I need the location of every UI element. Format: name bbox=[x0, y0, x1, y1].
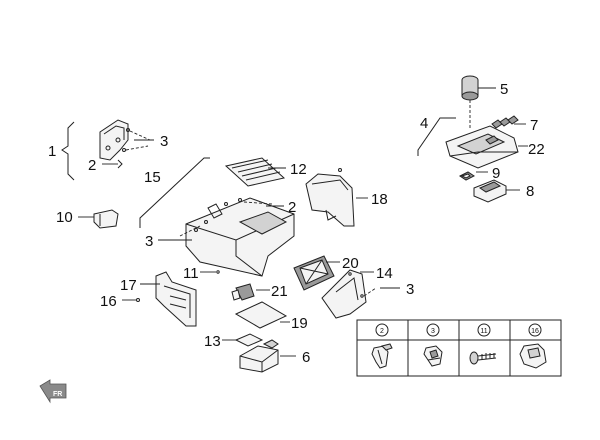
callout-20: 20 bbox=[342, 255, 359, 272]
part-20-frame bbox=[293, 255, 340, 291]
fastener-legend-table: 2 3 11 16 bbox=[356, 319, 562, 377]
fastener-2-clip bbox=[371, 343, 393, 369]
group-4-bracket bbox=[417, 117, 456, 156]
callout-10: 10 bbox=[56, 209, 73, 226]
clip-11-dot bbox=[216, 270, 220, 274]
callout-19: 19 bbox=[291, 315, 308, 332]
part-9-switch bbox=[459, 171, 488, 181]
fastener-3-clip bbox=[423, 345, 443, 367]
callout-3-top: 3 bbox=[160, 133, 168, 150]
callout-16: 16 bbox=[100, 293, 117, 310]
part-19-mat bbox=[234, 301, 290, 329]
part-12-grille bbox=[224, 157, 286, 187]
part-21-socket bbox=[231, 283, 270, 301]
screw-3-left bbox=[158, 225, 201, 241]
callout-7: 7 bbox=[530, 117, 538, 134]
front-direction-marker: FR bbox=[39, 379, 67, 404]
callout-5: 5 bbox=[500, 81, 508, 98]
callout-2-top: 2 bbox=[88, 157, 96, 174]
callout-14: 14 bbox=[376, 265, 393, 282]
group-15-bracket bbox=[139, 157, 210, 228]
callout-18: 18 bbox=[371, 191, 388, 208]
part-17-rear-panel bbox=[140, 271, 197, 327]
part-22-shift-panel bbox=[445, 125, 528, 169]
part-14-front-panel bbox=[321, 269, 400, 319]
callout-3-left: 3 bbox=[145, 233, 153, 250]
part-6-tray bbox=[239, 339, 296, 373]
callout-11: 11 bbox=[183, 265, 199, 282]
screw-3-top bbox=[122, 128, 154, 152]
clip-2-top bbox=[102, 159, 123, 169]
callout-21: 21 bbox=[271, 283, 288, 300]
fastener-16-clip bbox=[519, 343, 547, 369]
fastener-11-screw bbox=[469, 351, 497, 365]
callout-17: 17 bbox=[120, 277, 137, 294]
part-11-console-box bbox=[185, 197, 295, 277]
legend-header-16: 16 bbox=[531, 328, 539, 335]
callout-12: 12 bbox=[290, 161, 307, 178]
fr-label: FR bbox=[53, 391, 62, 398]
callout-9: 9 bbox=[492, 165, 500, 182]
callout-2-mid: 2 bbox=[288, 199, 296, 216]
callout-13: 13 bbox=[204, 333, 221, 350]
part-1-bracket-plate bbox=[99, 119, 129, 161]
part-7-buttons bbox=[491, 115, 526, 129]
group-1-bracket bbox=[61, 121, 75, 181]
part-18-side-panel bbox=[305, 168, 368, 227]
part-5-knob bbox=[461, 75, 496, 130]
callout-1: 1 bbox=[48, 143, 56, 160]
callout-15: 15 bbox=[144, 169, 161, 186]
legend-header-11: 11 bbox=[480, 328, 487, 335]
clip-16 bbox=[122, 298, 140, 302]
callout-6: 6 bbox=[302, 349, 310, 366]
part-8-tray bbox=[473, 179, 520, 203]
callout-8: 8 bbox=[526, 183, 534, 200]
legend-header-3: 3 bbox=[431, 328, 435, 335]
callout-4: 4 bbox=[420, 115, 428, 132]
legend-header-2: 2 bbox=[380, 328, 384, 335]
part-13-pad bbox=[222, 333, 264, 347]
part-10-bracket bbox=[78, 209, 119, 229]
callout-3-right: 3 bbox=[406, 281, 414, 298]
callout-22: 22 bbox=[528, 141, 545, 158]
